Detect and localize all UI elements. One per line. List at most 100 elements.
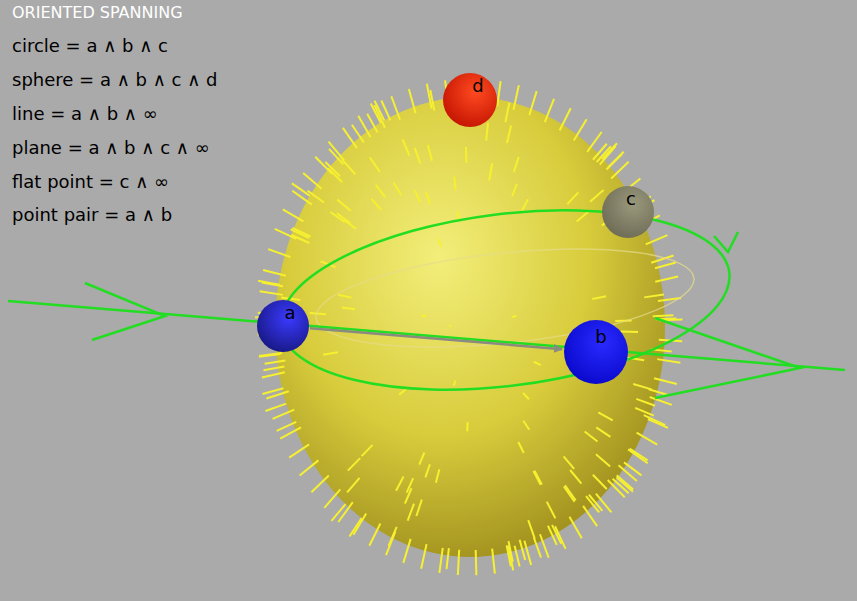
normal-tick — [403, 139, 410, 155]
normal-tick — [489, 167, 491, 181]
normal-tick — [421, 544, 426, 569]
line-curve — [8, 301, 845, 370]
normal-tick — [512, 184, 517, 197]
point-name: d — [472, 76, 483, 96]
normal-tick — [419, 453, 424, 465]
normal-tick — [534, 362, 541, 365]
normal-tick — [518, 442, 523, 453]
line-arrowhead — [655, 318, 800, 398]
normal-tick — [374, 105, 385, 128]
normal-tick — [438, 239, 441, 247]
normal-tick — [275, 229, 296, 239]
normal-tick — [486, 123, 488, 141]
formula-label: flat point = c ∧ ∞ — [12, 170, 169, 194]
normal-tick — [358, 116, 370, 138]
normal-tick — [577, 211, 589, 221]
normal-tick — [565, 485, 576, 500]
normal-tick — [259, 353, 282, 356]
point-ball: b — [564, 320, 628, 384]
formula-label: circle = a ∧ b ∧ c — [12, 34, 168, 58]
formula-label: line = a ∧ b ∧ ∞ — [12, 102, 158, 126]
normal-tick — [637, 433, 658, 445]
circle-curve — [270, 187, 740, 413]
normal-tick — [514, 157, 519, 172]
normal-tick — [458, 550, 459, 575]
title: ORIENTED SPANNING — [12, 2, 183, 24]
normal-tick — [338, 502, 352, 522]
normal-tick — [534, 538, 541, 558]
normal-tick — [621, 331, 638, 333]
normal-tick — [567, 192, 578, 204]
normal-tick — [289, 444, 309, 457]
normal-tick — [644, 415, 665, 425]
normal-tick — [628, 449, 648, 463]
normal-tick — [600, 146, 616, 164]
ball-shape — [443, 73, 497, 127]
normal-tick — [332, 504, 346, 521]
normal-tick — [524, 541, 531, 565]
normal-tick — [426, 192, 430, 204]
normal-tick — [655, 277, 678, 282]
normal-tick — [593, 475, 607, 489]
normal-tick — [262, 372, 285, 377]
normal-tick — [371, 199, 381, 210]
normal-tick — [273, 410, 295, 419]
normal-tick — [608, 480, 625, 497]
normal-tick — [528, 520, 535, 538]
normal-tick — [646, 235, 668, 244]
normal-tick — [415, 148, 421, 164]
normal-tick — [348, 458, 360, 471]
normal-tick — [540, 534, 549, 558]
normal-tick — [343, 128, 357, 148]
normal-tick — [630, 449, 648, 461]
normal-tick — [465, 147, 467, 163]
normal-tick — [386, 532, 395, 555]
ball-fill — [602, 186, 654, 238]
point-name: c — [626, 189, 636, 209]
normal-tick — [653, 315, 674, 316]
normal-tick — [330, 212, 344, 222]
normal-tick — [342, 308, 355, 310]
normal-tick — [513, 85, 518, 110]
normal-tick — [396, 476, 403, 490]
normal-tick — [353, 514, 366, 535]
normal-tick — [535, 471, 542, 485]
normal-tick — [428, 145, 432, 161]
normal-tick — [650, 397, 672, 405]
normal-tick — [407, 478, 413, 492]
normal-tick — [587, 132, 601, 152]
normal-tick — [545, 99, 554, 122]
normal-tick — [636, 399, 655, 406]
normal-tick — [454, 381, 456, 386]
normal-tick — [523, 393, 529, 399]
normal-tick — [370, 157, 380, 172]
normal-tick — [292, 191, 312, 205]
normal-tick — [454, 177, 456, 190]
normal-tick — [408, 504, 414, 521]
normal-tick — [555, 526, 566, 549]
normal-tick — [409, 89, 416, 113]
normal-tick — [342, 160, 355, 175]
normal-tick — [329, 142, 345, 161]
normal-tick — [616, 477, 633, 491]
ball-fill — [257, 300, 309, 352]
normal-tick — [268, 249, 290, 257]
normal-tick — [277, 422, 297, 431]
point-ball: d — [443, 73, 497, 127]
normal-tick — [369, 523, 380, 545]
normal-tick — [399, 389, 406, 395]
normal-tick — [338, 295, 351, 298]
normal-tick — [655, 263, 676, 269]
normal-tick — [323, 352, 338, 354]
normal-tick — [633, 384, 651, 389]
circle-arrowhead — [714, 232, 738, 252]
normal-tick — [343, 220, 356, 229]
normal-tick — [596, 494, 612, 513]
normal-tick — [570, 470, 581, 484]
normal-tick — [447, 548, 449, 569]
point-pair-arrow — [310, 328, 562, 349]
point-name: b — [595, 327, 606, 347]
normal-tick — [649, 389, 669, 395]
normal-tick — [618, 465, 636, 481]
